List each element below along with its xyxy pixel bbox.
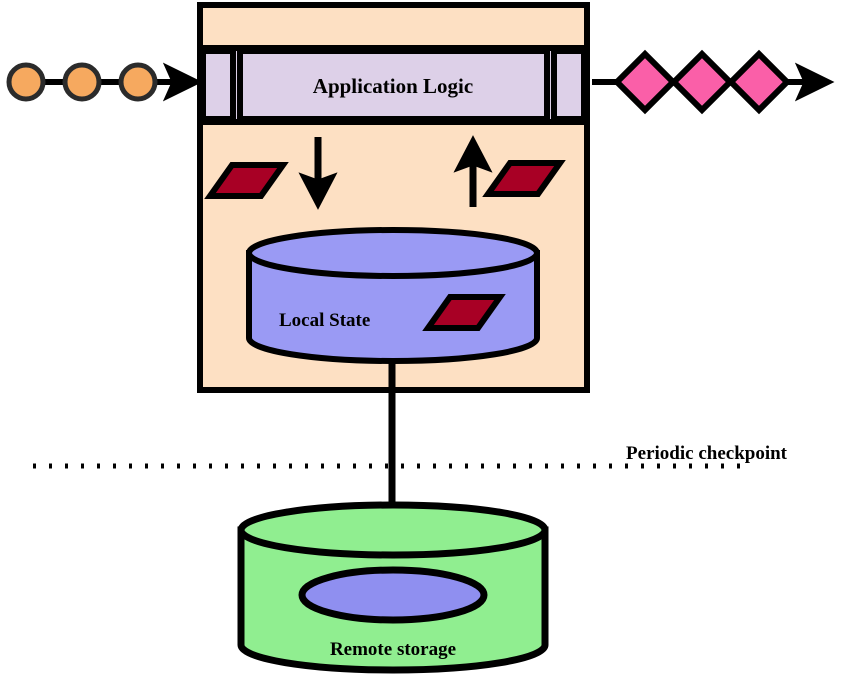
local-state-cylinder-body bbox=[246, 250, 540, 364]
input-stream-group bbox=[6, 62, 203, 102]
local-state-label: Local State bbox=[279, 310, 370, 331]
remote-storage-snapshot-disk bbox=[298, 566, 488, 624]
input-event-circle bbox=[118, 62, 158, 102]
output-event-diamond bbox=[726, 49, 792, 115]
output-event-diamond bbox=[612, 49, 678, 115]
input-event-circle bbox=[62, 62, 102, 102]
state-marker-parallelogram bbox=[482, 160, 566, 197]
application-logic-segment-center bbox=[237, 48, 550, 122]
remote-storage-label: Remote storage bbox=[330, 639, 456, 660]
output-event-diamond bbox=[669, 49, 735, 115]
remote-storage-cylinder-top bbox=[237, 501, 549, 559]
remote-storage-cylinder: Remote storage bbox=[237, 501, 549, 674]
checkpoint-boundary-group: Periodic checkpoint bbox=[33, 443, 788, 469]
checkpoint-boundary-label: Periodic checkpoint bbox=[626, 443, 788, 464]
local-state-cylinder: Local State bbox=[246, 227, 540, 364]
application-logic-segment-left bbox=[200, 48, 236, 122]
local-state-cylinder-top bbox=[246, 227, 540, 279]
application-logic-label: Application Logic bbox=[313, 74, 473, 98]
application-logic-band: Application Logic bbox=[197, 45, 590, 125]
output-stream-group bbox=[592, 49, 835, 115]
state-marker-parallelogram bbox=[204, 162, 289, 199]
state-marker-parallelogram bbox=[422, 294, 506, 331]
application-logic-segment-right bbox=[551, 48, 587, 122]
input-event-circle bbox=[6, 62, 46, 102]
